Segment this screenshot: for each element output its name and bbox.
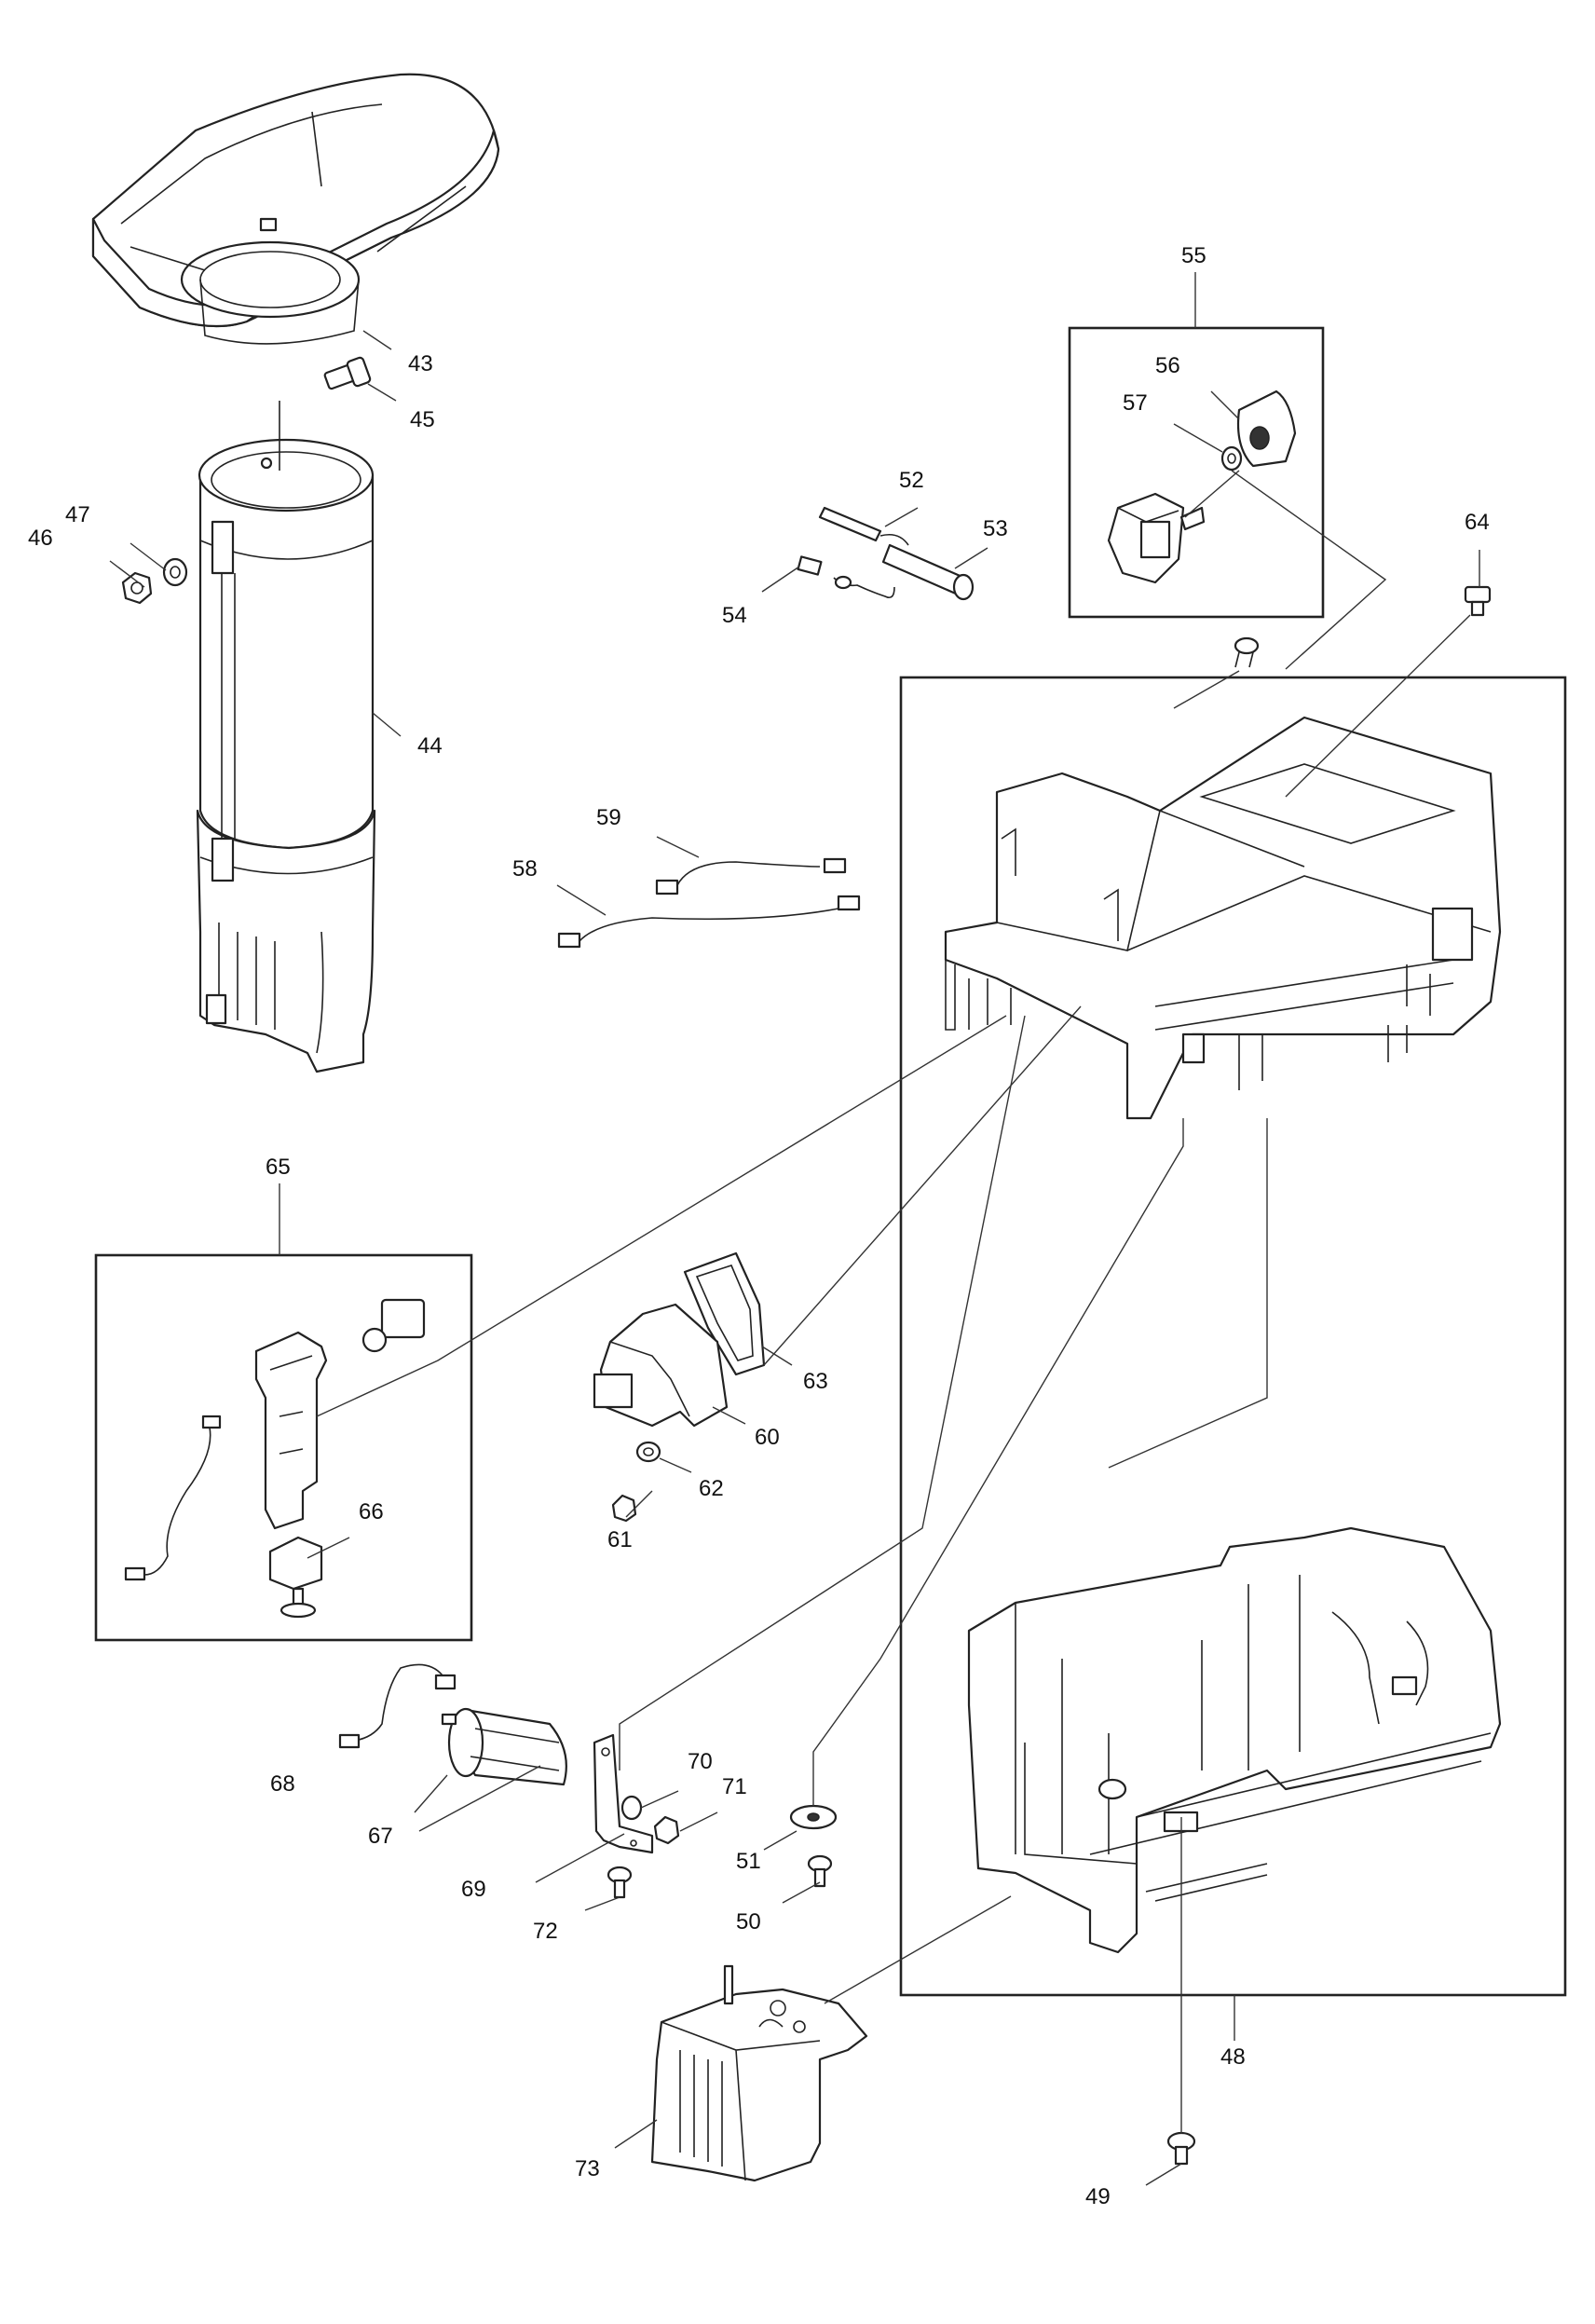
label-64: 64 [1465, 510, 1490, 535]
washer-part-62 [635, 1441, 661, 1463]
label-56: 56 [1155, 353, 1180, 378]
callout-labels: 43 44 45 46 47 48 49 50 51 52 53 54 55 5… [28, 243, 1490, 2209]
foot-part-51 [789, 1804, 838, 1830]
label-55: 55 [1181, 243, 1206, 268]
washer-part-57 [1220, 445, 1243, 472]
hopper-part-43 [91, 73, 500, 345]
switch-part-60 [593, 1303, 729, 1428]
label-66: 66 [359, 1499, 384, 1524]
actuator-part-66 [268, 1536, 323, 1619]
label-62: 62 [699, 1476, 724, 1501]
screw-part-72 [607, 1866, 633, 1899]
label-44: 44 [417, 733, 443, 759]
wire-lead-part-65 [124, 1415, 222, 1581]
label-59: 59 [596, 805, 621, 830]
label-49: 49 [1085, 2184, 1111, 2209]
label-54: 54 [722, 603, 747, 628]
screw-part-64 [1464, 585, 1492, 617]
label-48: 48 [1220, 2044, 1246, 2070]
label-73: 73 [575, 2156, 600, 2181]
housing-base-part-48 [967, 1526, 1502, 1954]
label-47: 47 [65, 502, 90, 527]
switch-part-55 [1107, 492, 1206, 584]
nut-part-71 [653, 1815, 680, 1845]
subassembly-box-65 [94, 1253, 473, 1642]
knob-part-56 [1236, 390, 1297, 468]
wire-lead-part-68 [338, 1663, 457, 1749]
bracket-part-69 [593, 1733, 654, 1854]
switch-bracket-part-65 [254, 1331, 328, 1530]
label-50: 50 [736, 1909, 761, 1934]
terminal-part-54 [797, 555, 895, 599]
label-45: 45 [410, 407, 435, 432]
label-71: 71 [722, 1774, 747, 1799]
label-46: 46 [28, 526, 53, 551]
label-67: 67 [368, 1824, 393, 1849]
wire-harness-part-58 [557, 895, 861, 949]
screw-part-45 [323, 356, 372, 390]
washer-part-47 [162, 557, 188, 587]
housing-box-48 [899, 676, 1567, 1997]
label-63: 63 [803, 1369, 828, 1394]
label-58: 58 [512, 856, 538, 882]
label-65: 65 [266, 1155, 291, 1180]
screw-part-49 [1166, 2131, 1196, 2166]
label-60: 60 [755, 1425, 780, 1450]
label-57: 57 [1123, 390, 1148, 416]
label-61: 61 [607, 1527, 633, 1552]
wire-pin-part-52 [818, 506, 909, 546]
pin-part-53 [881, 543, 975, 601]
subassembly-box-55 [1068, 326, 1325, 619]
washer-part-70 [620, 1795, 643, 1821]
upper-cover [944, 716, 1502, 1120]
switch-part-65 [361, 1298, 426, 1353]
chute-tube-part-44 [196, 401, 376, 1073]
label-69: 69 [461, 1877, 486, 1902]
label-70: 70 [688, 1749, 713, 1774]
screw-icon [1234, 636, 1260, 668]
label-51: 51 [736, 1849, 761, 1874]
label-43: 43 [408, 351, 433, 376]
screw-part-50 [807, 1854, 833, 1888]
wire-harness-part-59 [655, 857, 847, 895]
label-53: 53 [983, 516, 1008, 541]
label-68: 68 [270, 1771, 295, 1797]
nut-part-61 [611, 1494, 637, 1523]
label-52: 52 [899, 468, 924, 493]
capacitor-part-67 [441, 1707, 567, 1786]
motor-block-part-73 [650, 1964, 868, 2182]
nut-part-46 [121, 571, 153, 605]
leader-lines [109, 272, 1480, 2186]
label-72: 72 [533, 1919, 558, 1944]
